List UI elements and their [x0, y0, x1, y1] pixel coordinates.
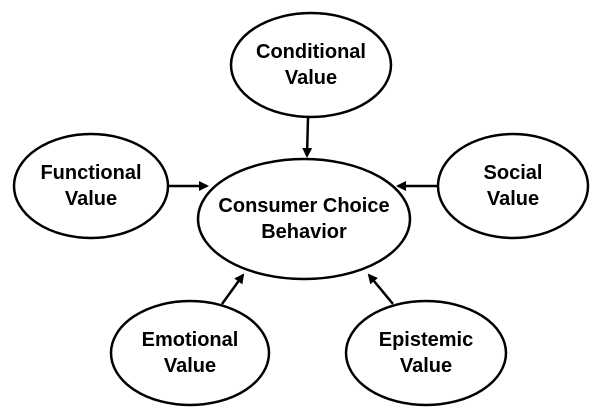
consumer-choice-node	[196, 157, 412, 281]
epistemic-value-line2: Value	[399, 355, 453, 377]
emotional-value-line2: Value	[163, 355, 217, 377]
conditional-value-line2: Value	[284, 67, 338, 89]
conditional-value-line1: Conditional	[256, 41, 366, 63]
conditional-value-label: Conditional Value	[227, 32, 395, 98]
consumer-choice-label: Consumer Choice Behavior	[198, 186, 410, 252]
functional-value-line2: Value	[64, 188, 118, 210]
conditional-value-node	[229, 11, 393, 119]
consumer-choice-line2: Behavior	[261, 221, 347, 243]
arrow-epistemic-to-center	[367, 273, 394, 305]
functional-value-line1: Functional	[40, 162, 142, 184]
social-value-line2: Value	[486, 188, 540, 210]
emotional-value-line1: Emotional	[141, 329, 239, 351]
arrow-conditional-to-center	[302, 117, 313, 158]
epistemic-value-node	[344, 299, 508, 407]
functional-value-label: Functional Value	[14, 153, 168, 219]
emotional-value-label: Emotional Value	[110, 320, 270, 386]
social-value-label: Social Value	[438, 153, 588, 219]
epistemic-value-label: Epistemic Value	[345, 320, 507, 386]
emotional-value-node	[109, 299, 271, 407]
consumer-choice-line1: Consumer Choice	[218, 195, 390, 217]
arrow-emotional-to-center	[220, 273, 245, 305]
epistemic-value-line1: Epistemic	[378, 329, 474, 351]
social-value-line1: Social	[483, 162, 543, 184]
